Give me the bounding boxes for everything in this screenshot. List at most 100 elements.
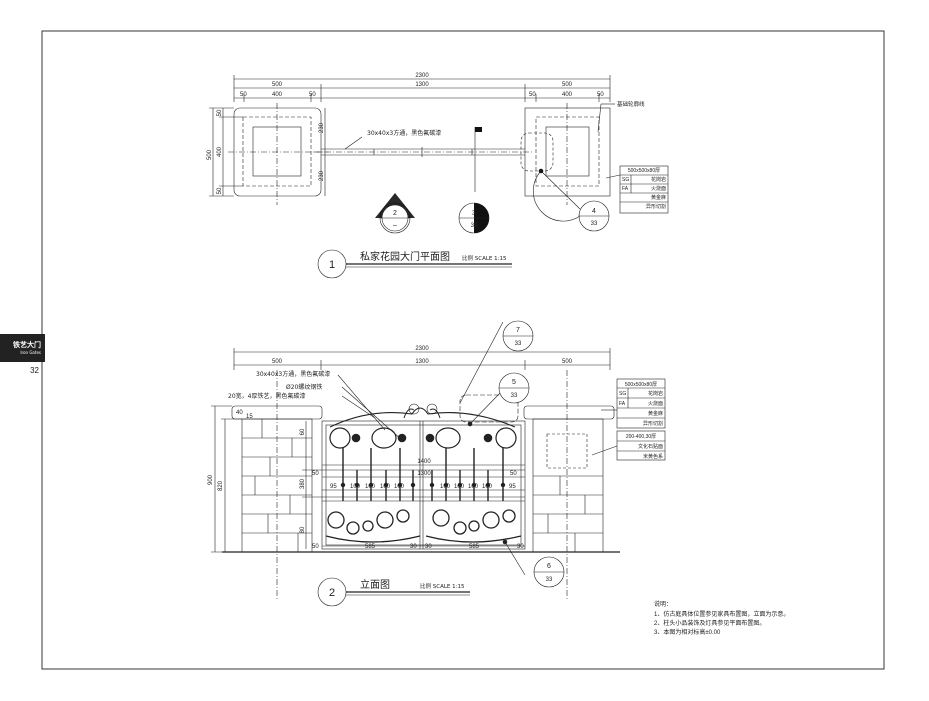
elev-dim-30c: 30: [517, 544, 524, 550]
plan-dim-50c: 50: [529, 92, 536, 98]
plan-dim-50b: 50: [309, 92, 316, 98]
plan-dim-50a: 50: [240, 92, 247, 98]
callout-2-ref: –: [393, 222, 397, 229]
callout-4-ref: 33: [591, 221, 598, 227]
elev-label-rebar: Ø20螺纹钢铁: [286, 383, 322, 391]
elev-dim-mid: 1300: [415, 359, 429, 365]
elev-dim-50b: 50: [510, 471, 517, 477]
callout-7-ref: 33: [515, 341, 522, 347]
elev-dim-40: 40: [236, 410, 243, 416]
elev-legend-fa: FA: [619, 401, 626, 407]
plan-legend-gold: 黄金麻: [651, 194, 666, 201]
elev-title: 立面图: [360, 578, 390, 591]
plan-dim-v230a: 230: [319, 122, 325, 133]
elev-dim-95b: 95: [509, 484, 516, 490]
elev-label-iron: 20宽，4厚铁艺，黑色氟碳漆: [228, 392, 305, 400]
callout-4-num: 4: [592, 208, 596, 215]
plan-view: [209, 75, 669, 279]
elev-legend-flamed: 火烧面: [648, 400, 663, 407]
plan-labels: 2300 500 1300 500 50 400 50 50 400 50 50…: [207, 73, 666, 271]
page-number: 32: [30, 366, 39, 375]
elev-dim-100g: 100: [468, 484, 479, 490]
plan-dim-left: 500: [272, 82, 283, 88]
elev-dim-60: 60: [300, 428, 306, 435]
notes-heading: 说明：: [654, 600, 672, 608]
elev-scale: 比例 SCALE 1:15: [420, 582, 465, 590]
sheet-tab: 铁艺大门 Iron Gates: [0, 334, 45, 362]
elev-dim-50a: 50: [312, 471, 319, 477]
elev-legend-sg: SG: [619, 391, 626, 397]
elev-dim-left: 500: [272, 359, 283, 365]
plan-dim-v230b: 230: [319, 170, 325, 181]
elev-dim-30b: 30: [425, 544, 432, 550]
plan-dim-mid: 1300: [415, 82, 429, 88]
plan-foundation-label: 基础轮廓线: [617, 100, 645, 108]
plan-legend-sg: SG: [622, 177, 629, 183]
plan-tube-label: 30x40x3方通，黑色氟碳漆: [367, 129, 441, 137]
callout-6-ref: 33: [546, 577, 553, 583]
plan-dim-50d: 50: [597, 92, 604, 98]
plan-legend-fa: FA: [622, 186, 629, 192]
elev-dim-15: 15: [246, 414, 253, 420]
plan-legend-cut: 异形切割: [646, 203, 666, 210]
plan-dim-400b: 400: [562, 92, 573, 98]
callout-5-ref: 33: [511, 393, 518, 399]
notes: 说明： 1、仿古庭具体位置参见家具布置图，立面为示意。 2、柱头小品装饰及灯具参…: [654, 600, 789, 636]
plan-legend-granite: 花岗岩: [651, 176, 666, 183]
elev-dim-1400: 1400: [417, 459, 431, 465]
elev-dim-100a: 100: [350, 484, 361, 490]
elev-legend2-size: 200-400,30厚: [626, 434, 656, 440]
plan-dim-v50a: 50: [217, 109, 223, 116]
elev-dim-380: 380: [300, 478, 306, 489]
elev-label-tube: 30x40x3方通，黑色氟碳漆: [256, 370, 330, 378]
elev-dim-right: 500: [562, 359, 573, 365]
elevation-view: [211, 320, 666, 607]
elev-dim-100h: 100: [482, 484, 493, 490]
plan-dim-400: 400: [272, 92, 283, 98]
callout-7-num: 7: [516, 327, 520, 334]
plan-dim-v50b: 50: [217, 187, 223, 194]
sheet-tab-subtitle: Iron Gates: [20, 350, 41, 355]
sheet-border: [41, 30, 885, 670]
elev-dim-100b: 100: [365, 484, 376, 490]
sheet-tab-title: 铁艺大门: [13, 341, 41, 349]
elev-legend-gold: 黄金麻: [648, 410, 663, 417]
elev-legend2-color: 米黄色系: [643, 453, 663, 460]
elev-legend-cut: 异形切割: [643, 420, 663, 427]
elev-legend-granite: 花岗岩: [648, 390, 663, 397]
elev-legend2-stone: 文化石贴面: [638, 443, 663, 450]
callout-6-num: 6: [547, 563, 551, 570]
elev-dim-total: 2300: [415, 346, 429, 352]
elev-dim-100e: 100: [440, 484, 451, 490]
callout-3-ref: 33: [471, 223, 478, 229]
notes-item-1: 1、仿古庭具体位置参见家具布置图，立面为示意。: [654, 610, 789, 618]
notes-item-2: 2、柱头小品装饰及灯具参见平面布置图。: [654, 619, 765, 627]
plan-dim-v400: 400: [217, 146, 223, 157]
callout-2-num: 2: [393, 210, 397, 217]
elev-dim-585a: 585: [365, 544, 376, 550]
callout-5-num: 5: [512, 379, 516, 386]
plan-legend-flamed: 火烧面: [651, 185, 666, 192]
elev-legend-size: 500x500x80厚: [625, 382, 657, 388]
elev-title-number: 2: [329, 587, 335, 599]
plan-dim-total: 2300: [415, 73, 429, 79]
elev-dim-100c: 100: [380, 484, 391, 490]
plan-title-number: 1: [329, 259, 335, 271]
elev-dim-30a: 30: [410, 544, 417, 550]
callout-3-num: 3: [472, 210, 476, 217]
plan-title: 私家花园大门平面图: [360, 250, 450, 263]
plan-dim-v500: 500: [207, 149, 213, 160]
plan-scale: 比例 SCALE 1:15: [462, 254, 507, 262]
elev-dim-585b: 585: [469, 544, 480, 550]
elev-dim-820: 820: [218, 480, 224, 491]
elev-dim-100d: 100: [394, 484, 405, 490]
elevation-labels: 2300 500 1300 500 900 820 60 380 80 15 4…: [208, 327, 663, 599]
plan-legend-size: 500x500x80厚: [628, 168, 660, 174]
elev-dim-50c: 50: [312, 544, 319, 550]
elev-dim-80: 80: [300, 526, 306, 533]
plan-dim-right: 500: [562, 82, 573, 88]
elev-dim-100f: 100: [454, 484, 465, 490]
elev-dim-95a: 95: [330, 484, 337, 490]
elev-dim-900: 900: [208, 474, 214, 485]
